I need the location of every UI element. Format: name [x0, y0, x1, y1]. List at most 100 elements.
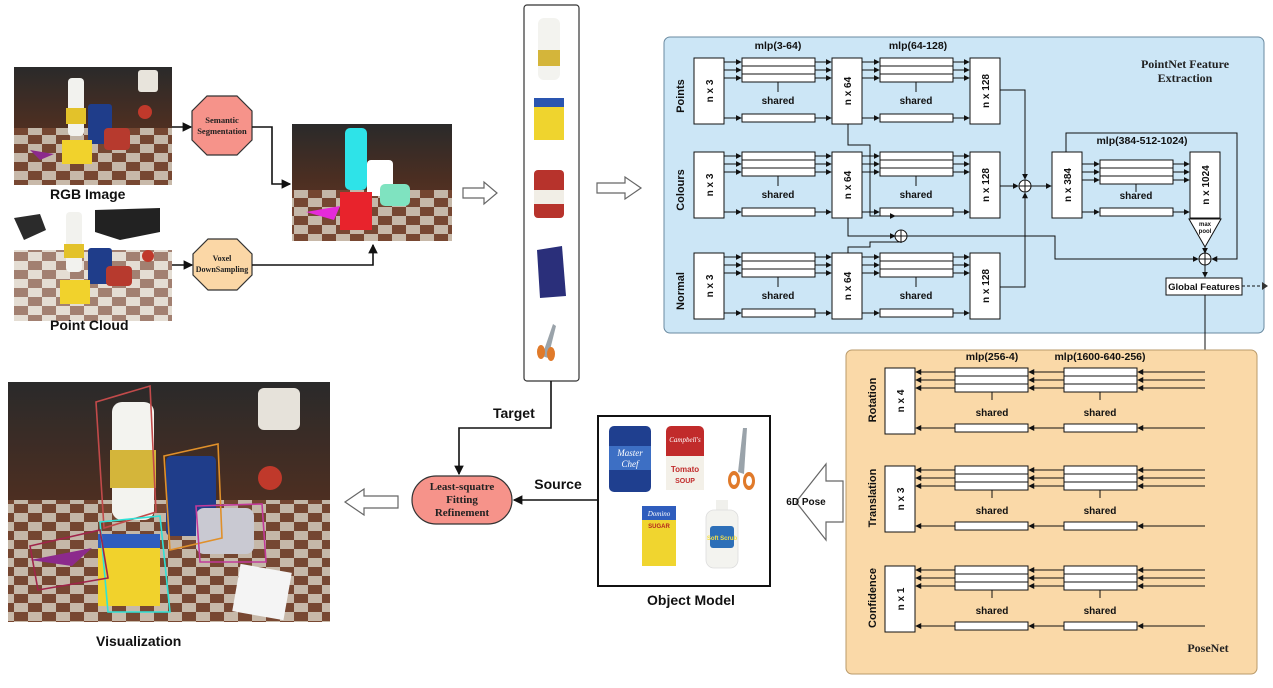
box-n384-label: n x 384 — [1063, 168, 1074, 202]
voxel-label-2: DownSampling — [196, 265, 248, 274]
posenet-b-bar-bottom-confidence — [1063, 621, 1138, 631]
mlp2-shared-normal: shared — [900, 291, 933, 302]
mlp2-bar-points-0 — [879, 57, 954, 67]
mlp2-bar-normal-1 — [879, 260, 954, 270]
mlp1-bar-points-2 — [741, 73, 816, 83]
posenet-b-bar-confidence-2 — [1063, 581, 1138, 591]
model-coffee-can: Master Chef — [609, 426, 651, 492]
pose-hollow-arrow — [795, 462, 844, 542]
box-n128-normal — [969, 252, 1001, 320]
model-soup-can: Campbell's Tomato SOUP — [666, 426, 704, 490]
pointnet-row-label-colours: Colours — [675, 169, 687, 211]
posenet-a-shared-confidence: shared — [976, 606, 1009, 617]
six-d-pose-label: 6D Pose — [786, 497, 826, 508]
pointnet-title-1: PointNet Feature — [1141, 57, 1230, 71]
posenet-panel — [845, 349, 1258, 675]
posenet-b-bar-confidence-0 — [1063, 565, 1138, 575]
mlp2-bar-normal-0 — [879, 252, 954, 262]
posenet-a-bar-confidence-1 — [954, 573, 1029, 583]
mlp1-bar-bottom-colours — [741, 207, 816, 217]
posenet-b-bar-rotation-2 — [1063, 383, 1138, 393]
model-can2-text-b: Tomato — [671, 465, 699, 474]
mlp2-bar-colours-0 — [879, 151, 954, 161]
mlp1-bar-normal-2 — [741, 268, 816, 278]
posenet-a-bar-bottom-confidence — [954, 621, 1029, 631]
mlp3-bar-bottom — [1099, 207, 1174, 217]
lsq-label-2: Fitting — [446, 494, 478, 506]
box-n1024 — [1189, 151, 1221, 219]
mlp1-bar-normal-0 — [741, 252, 816, 262]
model-bottle: Soft Scrub — [705, 500, 739, 569]
box-n1024-label: n x 1024 — [1201, 165, 1212, 205]
posenet-b-bar-rotation-0 — [1063, 367, 1138, 377]
mlp2-bar-colours-2 — [879, 167, 954, 177]
target-bottle — [538, 18, 560, 80]
maxpool-label-2: pool — [1199, 229, 1212, 235]
target-coffee-can — [537, 246, 566, 298]
posenet-b-bar-confidence-1 — [1063, 573, 1138, 583]
mlp1-bar-normal-1 — [741, 260, 816, 270]
box-n64-points — [831, 57, 863, 125]
mlp1-bar-points-0 — [741, 57, 816, 67]
pointnet-mlp2: mlp(64-128) — [889, 40, 947, 52]
posenet-a-bar-translation-2 — [954, 481, 1029, 491]
mlp1-shared-points: shared — [762, 96, 795, 107]
pointnet-mlp1: mlp(3-64) — [755, 40, 802, 52]
mlp1-bar-colours-0 — [741, 151, 816, 161]
box-rotation-dim-label: n x 4 — [896, 389, 907, 412]
lsq-label-1: Least-squatre — [430, 481, 495, 493]
posenet-b-shared-translation: shared — [1084, 506, 1117, 517]
global-features-out-head — [1262, 282, 1268, 290]
model-scissors — [728, 428, 755, 490]
mlp1-bar-bottom-normal — [741, 308, 816, 318]
posenet-a-bar-bottom-translation — [954, 521, 1029, 531]
posenet-b-bar-bottom-rotation — [1063, 423, 1138, 433]
rgb-image — [14, 67, 172, 185]
pointnet-title-2: Extraction — [1158, 71, 1213, 85]
mlp2-shared-points: shared — [900, 96, 933, 107]
point-cloud-label: Point Cloud — [50, 317, 129, 333]
pn-128-normal-to-concat — [1000, 192, 1028, 288]
box-n64-label-colours: n x 64 — [843, 170, 854, 199]
arrow-target-to-refine — [454, 381, 552, 476]
source-label: Source — [534, 476, 582, 492]
box-confidence-dim-label: n x 1 — [896, 587, 907, 610]
box-n3-label-points: n x 3 — [705, 79, 716, 102]
mlp2-bar-bottom-normal — [879, 308, 954, 318]
box-n3-colours — [693, 151, 725, 219]
mlp2-bar-colours-1 — [879, 159, 954, 169]
box-n128-label-points: n x 128 — [981, 74, 992, 108]
visualization-image — [8, 382, 330, 622]
model-can1-text-b: Chef — [622, 459, 640, 469]
box-n128-label-colours: n x 128 — [981, 168, 992, 202]
hollow-arrow-2 — [596, 175, 643, 201]
mlp3-bar-2 — [1099, 175, 1174, 185]
pn-local-to-global — [907, 235, 1199, 262]
pn-384-skip-to-global — [1065, 132, 1238, 262]
pn-64-points-to-oplus — [847, 124, 896, 219]
model-can1-text-a: Master — [616, 448, 643, 458]
box-n3-label-colours: n x 3 — [705, 173, 716, 196]
mlp2-bar-bottom-points — [879, 113, 954, 123]
posenet-b-bar-translation-2 — [1063, 481, 1138, 491]
target-soup-can — [534, 170, 564, 218]
semantic-label-2: Segmentation — [197, 126, 247, 136]
posenet-a-bar-confidence-0 — [954, 565, 1029, 575]
mlp3-shared: shared — [1120, 191, 1153, 202]
box-confidence-dim — [884, 565, 916, 633]
box-n3-label-normal: n x 3 — [705, 274, 716, 297]
mlp2-bar-points-2 — [879, 73, 954, 83]
visualization-label: Visualization — [96, 633, 181, 649]
pointnet-row-label-points: Points — [675, 79, 687, 113]
box-n128-label-normal: n x 128 — [981, 269, 992, 303]
pn-64-colours-to-oplus — [847, 218, 896, 239]
mlp2-bar-bottom-colours — [879, 207, 954, 217]
posenet-b-bar-rotation-1 — [1063, 375, 1138, 385]
posenet-a-shared-translation: shared — [976, 506, 1009, 517]
posenet-b-shared-confidence: shared — [1084, 606, 1117, 617]
posenet-row-label-confidence: Confidence — [867, 568, 879, 628]
arrow-voxel-to-masked — [252, 243, 378, 266]
pointnet-row-label-normal: Normal — [675, 272, 687, 310]
